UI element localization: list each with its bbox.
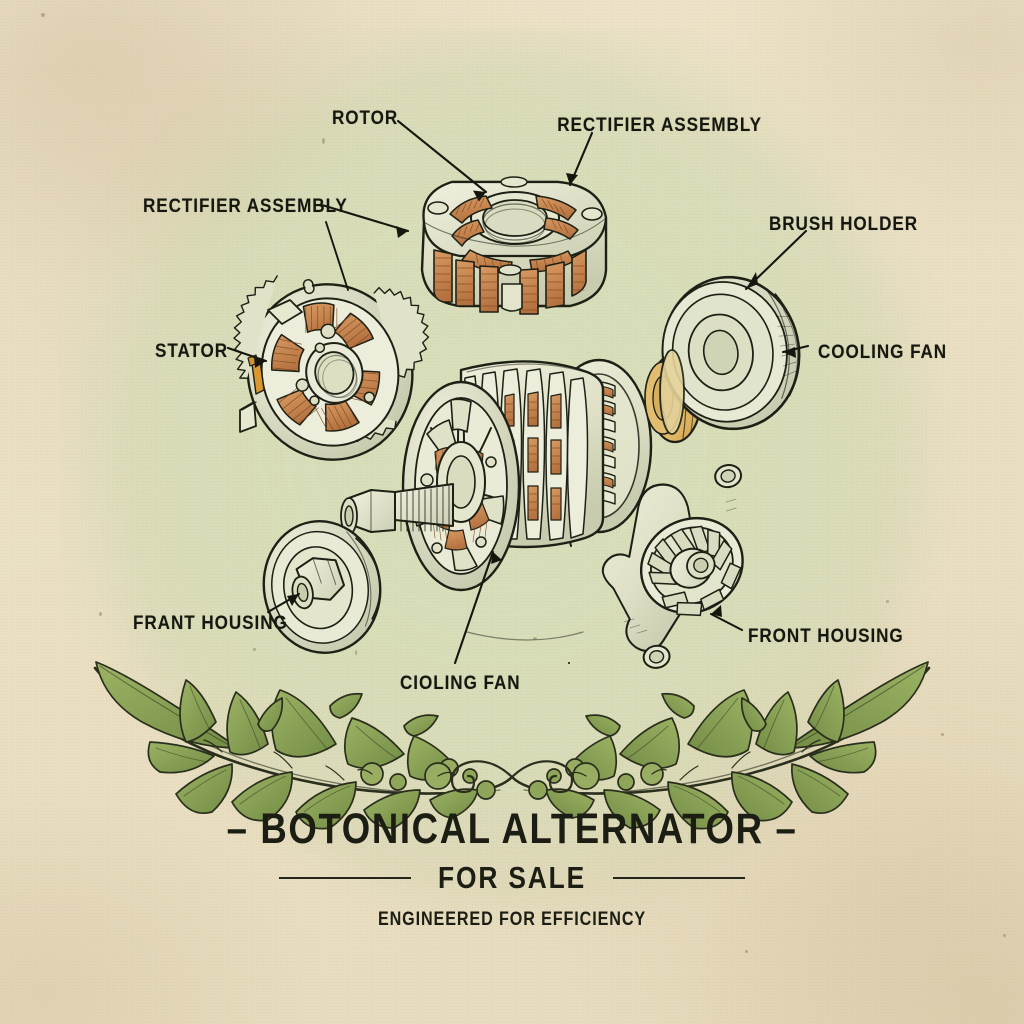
paper-speck <box>1003 934 1006 937</box>
label-frant-housing: FRANT HOUSING <box>133 613 288 634</box>
part-rotor <box>420 176 608 315</box>
part-brush-holder <box>659 349 685 435</box>
label-cioling-fan: CIOLING FAN <box>400 673 521 694</box>
part-pulley <box>661 275 801 431</box>
label-rotor: ROTOR <box>332 108 399 129</box>
laurel-left <box>93 661 514 830</box>
paper-speck <box>886 600 889 603</box>
label-rectifier-assembly-right: RECTIFIER ASSEMBLY <box>557 115 762 136</box>
label-rectifier-assembly-left: RECTIFIER ASSEMBLY <box>143 196 348 217</box>
paper-speck <box>355 650 357 655</box>
part-fan-disc <box>262 520 382 654</box>
leader-cioling-fan <box>453 550 495 665</box>
paper-speck <box>745 950 748 953</box>
title-block: – BOTONICAL ALTERNATOR – FOR SALE ENGINE… <box>0 808 1024 931</box>
paper-speck <box>41 13 45 17</box>
label-cooling-fan: COOLING FAN <box>818 342 948 363</box>
paper-speck <box>322 138 325 144</box>
leader-stator <box>226 346 268 363</box>
leader-front-housing <box>709 612 744 632</box>
divider-right <box>613 877 746 879</box>
paper-speck <box>99 612 102 616</box>
label-front-housing: FRONT HOUSING <box>748 626 904 647</box>
subtitle: FOR SALE <box>438 860 586 895</box>
page-title: – BOTONICAL ALTERNATOR – <box>226 805 798 853</box>
leader-rectifier-left <box>320 203 410 233</box>
divider-left <box>278 877 411 879</box>
leader-lines <box>226 119 810 665</box>
laurel-ornament <box>93 661 931 830</box>
paper-speck <box>941 733 944 736</box>
leader-rotor <box>396 119 488 194</box>
laurel-right <box>510 661 931 830</box>
paper-speck <box>533 637 537 640</box>
part-alternator-body <box>340 352 703 641</box>
part-front-bracket <box>601 463 744 669</box>
laurel-center-scroll <box>424 760 600 800</box>
leader-rectifier-left-branch <box>325 221 349 291</box>
label-stator: STATOR <box>155 341 229 362</box>
paper-speck <box>253 648 256 651</box>
part-stator <box>233 275 430 461</box>
tagline: ENGINEERED FOR EFFICIENCY <box>377 909 647 930</box>
subtitle-row: FOR SALE <box>0 860 1024 896</box>
label-brush-holder: BRUSH HOLDER <box>768 214 918 235</box>
